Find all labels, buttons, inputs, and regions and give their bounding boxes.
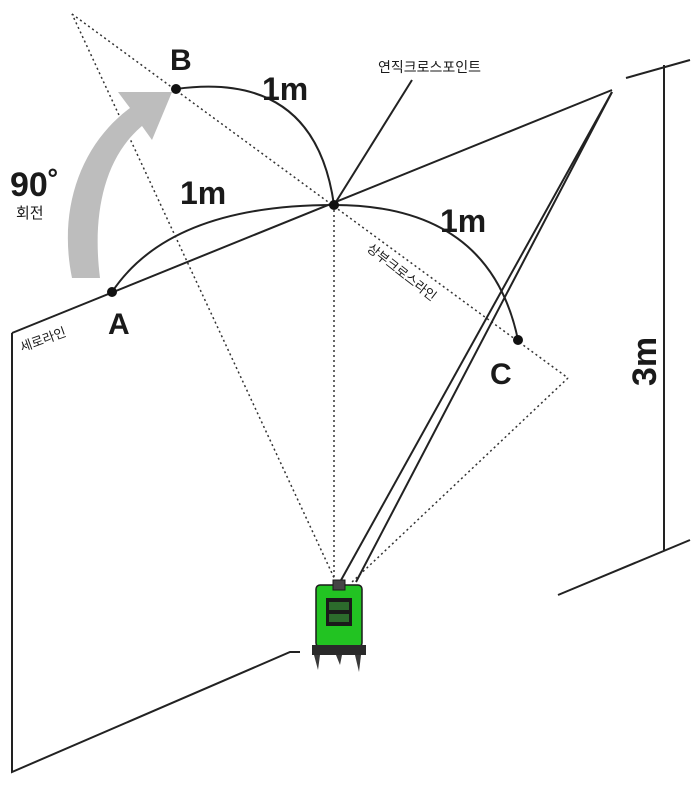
label-point-c: C xyxy=(490,358,512,391)
beam-solid-left xyxy=(339,91,613,583)
arc-a xyxy=(111,204,335,293)
beam-right-dotted xyxy=(351,377,569,583)
label-ceiling-cross-line: 상부크로스라인 xyxy=(364,241,439,304)
label-height: 3m xyxy=(626,337,664,386)
arc-c xyxy=(333,204,519,341)
rotation-arrow-icon xyxy=(67,92,172,278)
cross-point-dot xyxy=(329,200,339,210)
beam-left-dotted xyxy=(71,13,337,583)
beam-top-dotted xyxy=(71,13,569,379)
point-a-dot xyxy=(107,287,117,297)
label-rotation-angle: 90˚ xyxy=(10,166,59,204)
beam-solid-right xyxy=(355,91,613,583)
label-vertical-cross-point: 연직크로스포인트 xyxy=(378,60,481,76)
cross-point-leader xyxy=(333,79,413,206)
point-b-dot xyxy=(171,84,181,94)
left-wall-outline xyxy=(11,333,300,774)
laser-level-device xyxy=(312,579,366,672)
label-point-b: B xyxy=(170,44,192,77)
label-distance-c: 1m xyxy=(440,203,486,239)
label-point-a: A xyxy=(108,308,130,341)
right-wall-outline xyxy=(625,59,691,79)
label-vertical-line: 세로라인 xyxy=(18,325,68,355)
arc-b xyxy=(175,85,335,206)
right-wall-bottom xyxy=(557,539,691,596)
label-distance-a: 1m xyxy=(180,175,226,211)
label-rotation-text: 회전 xyxy=(16,204,44,222)
label-distance-b: 1m xyxy=(262,71,308,107)
point-c-dot xyxy=(513,335,523,345)
ceiling-edge-line xyxy=(11,89,613,334)
